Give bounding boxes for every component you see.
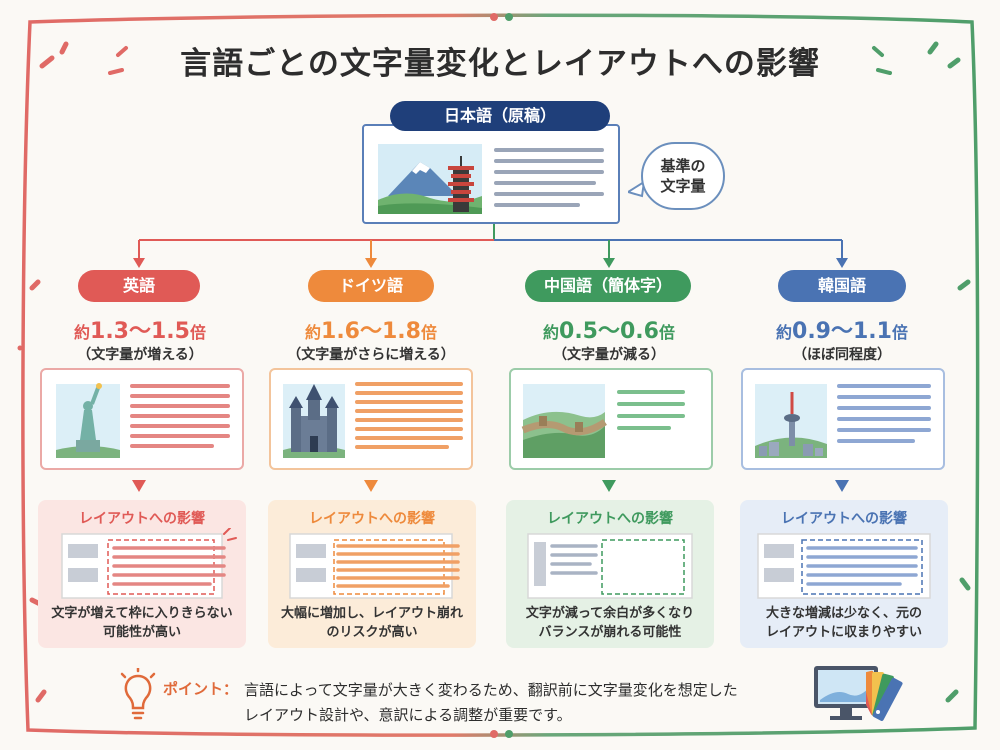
frame-dot (490, 13, 498, 21)
sample-card-german (269, 368, 473, 470)
sample-text-lines (355, 382, 463, 449)
impact-title: レイアウトへの影響 (781, 511, 907, 527)
lang-label-german: ドイツ語 (308, 270, 434, 302)
layout-overflow-illustration (61, 528, 237, 599)
point-label: ポイント： (163, 680, 239, 698)
arrow-head (133, 258, 145, 268)
color-swatch-icon (866, 670, 903, 721)
mount-fuji-pagoda-icon (378, 144, 482, 214)
ratio-english: 約1.3～1.5倍 (40, 313, 240, 345)
sample-card-english (40, 368, 244, 470)
arrow-head (132, 480, 146, 492)
arrow-head (365, 258, 377, 268)
impact-text: 文字が減って余白が多くなり バランスが崩れる可能性 (506, 604, 714, 642)
ratio-value: 0.5～0.6 (559, 319, 659, 344)
hand-drawn-frame (21, 13, 980, 737)
frame-dot (505, 13, 513, 21)
impact-title: レイアウトへの影響 (309, 511, 435, 527)
ratio-value: 1.3～1.5 (90, 319, 190, 344)
ratio-suffix: 倍 (420, 323, 437, 342)
title-accent-right (872, 46, 892, 75)
impact-line: バランスが崩れる可能性 (538, 625, 682, 640)
impact-line: 文字が減って余白が多くなり (525, 606, 695, 621)
impact-line: レイアウトに収まりやすい (765, 625, 922, 640)
frame-sparkles (17, 41, 971, 703)
great-wall-icon (521, 384, 607, 458)
ratio-value: 0.9～1.1 (792, 319, 892, 344)
impact-box-korean: レイアウトへの影響 大きな増減は少なく、元の レイアウトに収まりやすい (740, 500, 948, 648)
arrow-head (836, 258, 848, 268)
source-text-lines (494, 148, 604, 207)
ratio-note-chinese: （文字量が減る） (553, 347, 665, 363)
lang-label-english: 英語 (78, 270, 200, 302)
layout-overflow-illustration (289, 533, 460, 599)
impact-line: 大幅に増加し、レイアウト崩れ (280, 606, 463, 621)
ratio-note-german: （文字量がさらに増える） (287, 347, 455, 363)
page-title: 言語ごとの文字量変化とレイアウトへの影響 (180, 46, 820, 82)
impact-text: 大きな増減は少なく、元の レイアウトに収まりやすい (740, 604, 948, 642)
sample-text-lines (617, 390, 685, 430)
ratio-prefix: 約 (305, 323, 322, 342)
ratio-suffix: 倍 (891, 323, 908, 342)
impact-line: のリスクが高い (326, 625, 418, 640)
source-card (362, 124, 620, 224)
impact-title: レイアウトへの影響 (79, 511, 205, 527)
bubble-text-2: 文字量 (660, 177, 706, 195)
ratio-note-english: （文字量が増える） (77, 347, 203, 363)
source-label: 日本語（原稿） (390, 101, 610, 131)
ratio-suffix: 倍 (658, 323, 675, 342)
impact-box-german: レイアウトへの影響 大幅に増加し、レイアウト崩れ のリスクが高い (268, 500, 476, 648)
arrow-head (602, 480, 616, 492)
point-text: 言語によって文字量が大きく変わるため、翻訳前に文字量変化を想定した レイアウト設… (244, 678, 804, 728)
ratio-prefix: 約 (776, 323, 793, 342)
ratio-note-korean: （ほぼ同程度） (793, 347, 891, 363)
seoul-tower-icon (755, 384, 827, 458)
ratio-value: 1.6～1.8 (321, 319, 421, 344)
frame-dot (490, 730, 498, 738)
impact-line: 大きな増減は少なく、元の (765, 606, 922, 621)
connector-lines (138, 224, 843, 262)
title-accent-left (108, 46, 128, 75)
ratio-prefix: 約 (74, 323, 91, 342)
ratio-suffix: 倍 (189, 323, 206, 342)
lang-label-chinese: 中国語（簡体字） (525, 270, 691, 302)
impact-line: 可能性が高い (102, 625, 181, 640)
ratio-korean: 約0.9～1.1倍 (742, 313, 942, 345)
impact-text: 文字が増えて枠に入りきらない 可能性が高い (38, 604, 246, 642)
ratio-chinese: 約0.5～0.6倍 (509, 313, 709, 345)
impact-line: 文字が増えて枠に入りきらない (51, 606, 233, 621)
impact-box-chinese: レイアウトへの影響 文字が減って余白が多くなり バランスが崩れる可能性 (506, 500, 714, 648)
point-line: 言語によって文字量が大きく変わるため、翻訳前に文字量変化を想定した (244, 681, 738, 699)
castle-icon (283, 384, 345, 458)
layout-whitespace-illustration (527, 533, 693, 599)
sample-text-lines (837, 384, 931, 443)
point-line: レイアウト設計や、意訳による調整が重要です。 (244, 706, 572, 724)
ratio-prefix: 約 (543, 323, 560, 342)
ratio-german: 約1.6～1.8倍 (271, 313, 471, 345)
lightbulb-icon (120, 668, 156, 720)
lang-label-korean: 韓国語 (778, 270, 906, 302)
layout-fit-illustration (757, 533, 931, 599)
sample-card-korean (741, 368, 945, 470)
statue-of-liberty-icon (56, 383, 120, 458)
impact-text: 大幅に増加し、レイアウト崩れ のリスクが高い (268, 604, 476, 642)
sample-text-lines (130, 384, 230, 448)
impact-box-english: レイアウトへの影響 文字が増えて枠に入りきらない 可能性が高い (38, 500, 246, 648)
monitor-icon (814, 666, 878, 720)
arrow-head (603, 258, 615, 268)
sample-card-chinese (509, 368, 713, 470)
baseline-bubble: 基準の 文字量 (641, 142, 725, 210)
arrow-head (364, 480, 378, 492)
arrow-head (835, 480, 849, 492)
bubble-text-1: 基準の (660, 157, 706, 175)
impact-title: レイアウトへの影響 (547, 511, 673, 527)
frame-dot (505, 730, 513, 738)
